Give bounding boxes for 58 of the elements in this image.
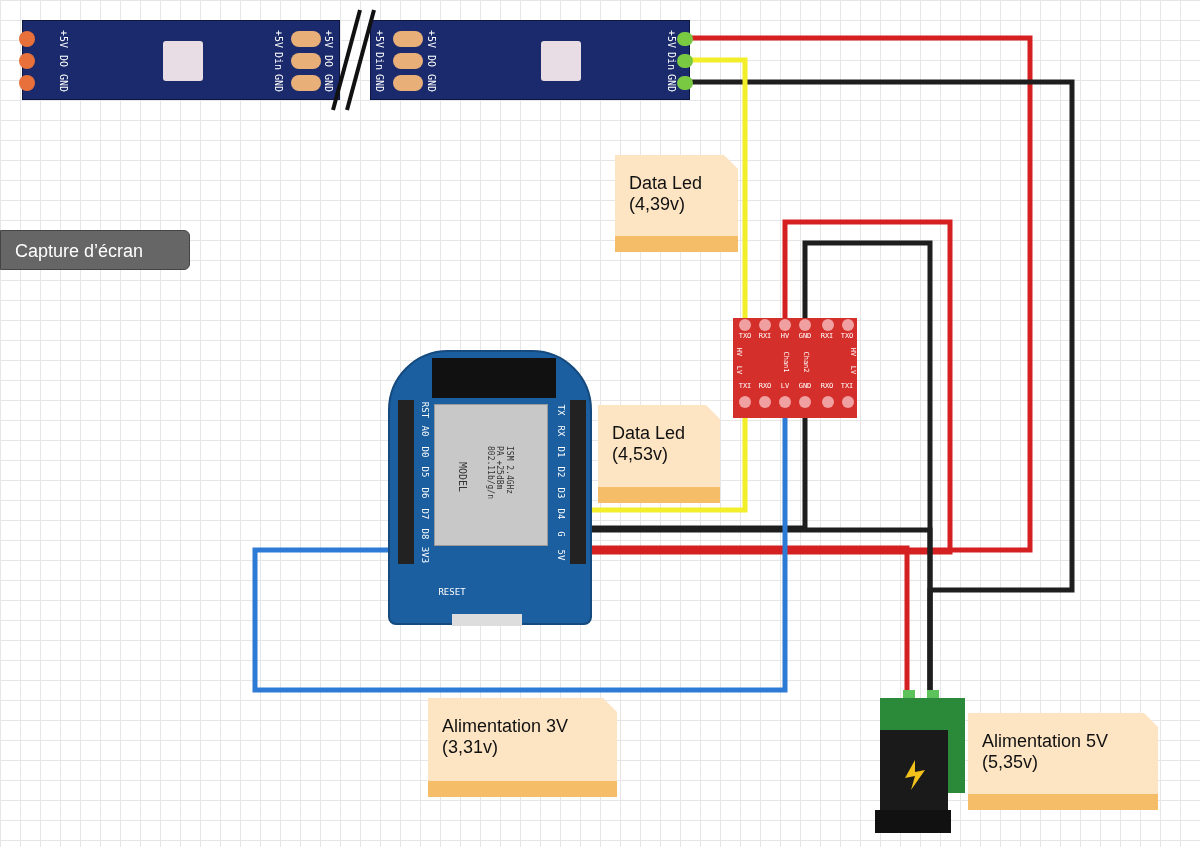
- microcontroller-board: [388, 350, 592, 625]
- note-text: Data Led (4,39v): [629, 173, 704, 215]
- pin-label: Din: [374, 51, 384, 71]
- pin-label: MODEL: [457, 461, 467, 493]
- pin-label: DO: [426, 55, 436, 67]
- wire: [592, 219, 953, 555]
- sticky-note: [968, 713, 1158, 810]
- pin-label: G: [555, 531, 565, 537]
- pin-label: D2: [555, 466, 565, 478]
- pin-label: +5V: [58, 29, 68, 49]
- power-jack-drawing: [875, 690, 965, 833]
- pin-label: +5V: [426, 29, 436, 49]
- wire: [592, 545, 910, 690]
- pin-label: RESET: [438, 587, 466, 597]
- pin-label: D0: [419, 446, 429, 458]
- pin-label: GND: [273, 73, 283, 93]
- wire: [690, 57, 748, 318]
- pin-label: D3: [555, 487, 565, 499]
- note-text: Data Led (4,53v): [612, 423, 687, 465]
- led-strip: [22, 20, 340, 100]
- pin-label: D8: [419, 528, 429, 540]
- pin-label: DO: [58, 55, 68, 67]
- pin-label: 3V3: [419, 546, 429, 564]
- wire: [592, 418, 808, 531]
- pin-label: ISM 2.4GHz PA +25dBm 802.11b/g/n: [485, 446, 515, 501]
- note-text: Alimentation 3V (3,31v): [442, 716, 570, 758]
- pin-label: GND: [666, 73, 676, 93]
- pin-label: GND: [58, 73, 68, 93]
- pin-label: RX: [555, 425, 565, 437]
- pin-label: +5V: [273, 29, 283, 49]
- pin-label: D6: [419, 487, 429, 499]
- note-text: Alimentation 5V (5,35v): [982, 731, 1110, 773]
- capture-button: Capture d’écran: [0, 230, 190, 270]
- pin-label: RST: [419, 401, 429, 419]
- pin-label: D4: [555, 508, 565, 520]
- pin-label: 5V: [555, 549, 565, 561]
- pin-label: +5V: [666, 29, 676, 49]
- pin-label: TX: [555, 404, 565, 416]
- pin-label: A0: [419, 425, 429, 437]
- sticky-note: [428, 698, 617, 797]
- pin-label: GND: [374, 73, 384, 93]
- pin-label: Din: [666, 51, 676, 71]
- pin-label: D5: [419, 466, 429, 478]
- pin-label: Din: [273, 51, 283, 71]
- sticky-note: [598, 405, 720, 503]
- sticky-note: [615, 155, 738, 252]
- pin-label: D1: [555, 446, 565, 458]
- pin-label: DO: [323, 55, 333, 67]
- led-strip: [370, 20, 690, 100]
- pin-label: GND: [323, 73, 333, 93]
- pin-label: +5V: [374, 29, 384, 49]
- pin-label: D7: [419, 508, 429, 520]
- pin-label: +5V: [323, 29, 333, 49]
- level-shifter-board: [733, 318, 857, 418]
- wire: [252, 418, 788, 693]
- wire: [802, 240, 933, 690]
- pin-label: GND: [426, 73, 436, 93]
- wire: [592, 418, 748, 513]
